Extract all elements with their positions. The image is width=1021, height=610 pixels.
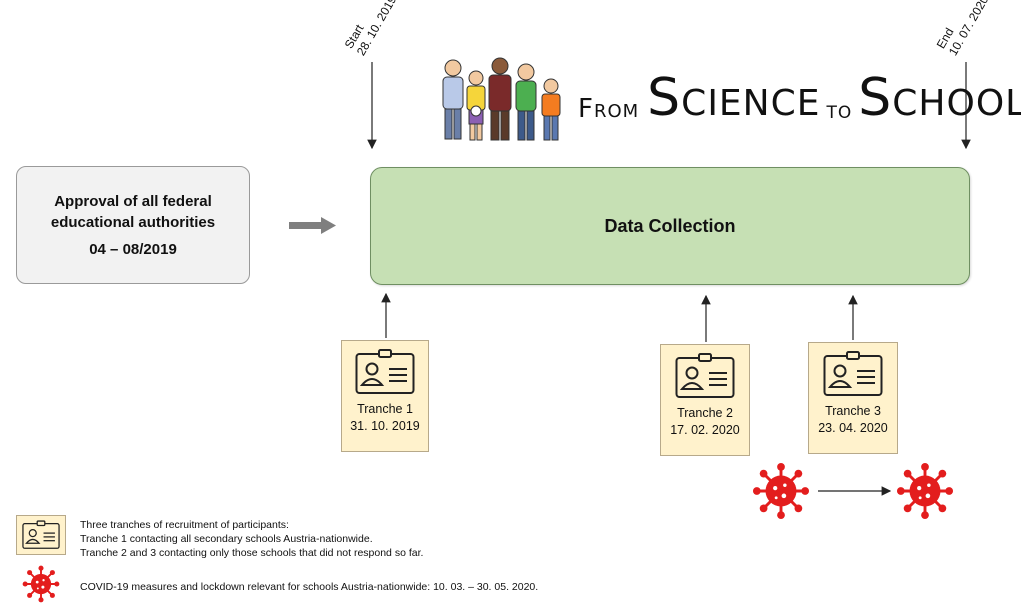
covid-end-virus-icon [896,462,954,520]
logo-word-science: Science [647,68,821,128]
logo-wordmark: From Science to School [578,58,1021,128]
tranche-1-date: 31. 10. 2019 [350,419,420,433]
approval-line-2: educational authorities [50,213,216,231]
approval-dates: 04 – 08/2019 [89,240,177,258]
legend-virus-icon [22,565,60,603]
id-badge-icon [355,349,415,395]
legend-recruitment-line-1: Three tranches of recruitment of partici… [80,519,289,531]
data-collection-label: Data Collection [604,215,736,236]
tranche-1-name: Tranche 1 [357,402,413,416]
data-collection-box: Data Collection [370,167,970,285]
logo-word-to: to [826,96,853,124]
approval-to-data-arrow-right-icon [289,217,336,234]
id-badge-icon [22,520,60,550]
tranche-1-card: Tranche 1 31. 10. 2019 [341,340,429,452]
approval-box: Approval of all federal educational auth… [16,166,250,284]
id-badge-icon [823,351,883,397]
legend-recruitment-text: Three tranches of recruitment of partici… [80,518,600,560]
tranche-3-date: 23. 04. 2020 [818,421,888,435]
legend-covid-text: COVID-19 measures and lockdown relevant … [80,581,539,593]
tranche-2-card: Tranche 2 17. 02. 2020 [660,344,750,456]
approval-line-1: Approval of all federal [54,192,212,210]
tranche-3-card: Tranche 3 23. 04. 2020 [808,342,898,454]
id-badge-icon [675,353,735,399]
tranche-2-date: 17. 02. 2020 [670,423,740,437]
legend-recruitment-line-3: Tranche 2 and 3 contacting only those sc… [80,547,424,559]
people-illustration [442,57,561,141]
legend-badge-box [16,515,66,555]
tranche-2-name: Tranche 2 [677,406,733,420]
legend-recruitment-line-2: Tranche 1 contacting all secondary schoo… [80,533,373,545]
tranche-3-name: Tranche 3 [825,404,881,418]
covid-start-virus-icon [752,462,810,520]
logo-word-school: School [858,68,1021,128]
logo-word-from: From [578,94,640,124]
